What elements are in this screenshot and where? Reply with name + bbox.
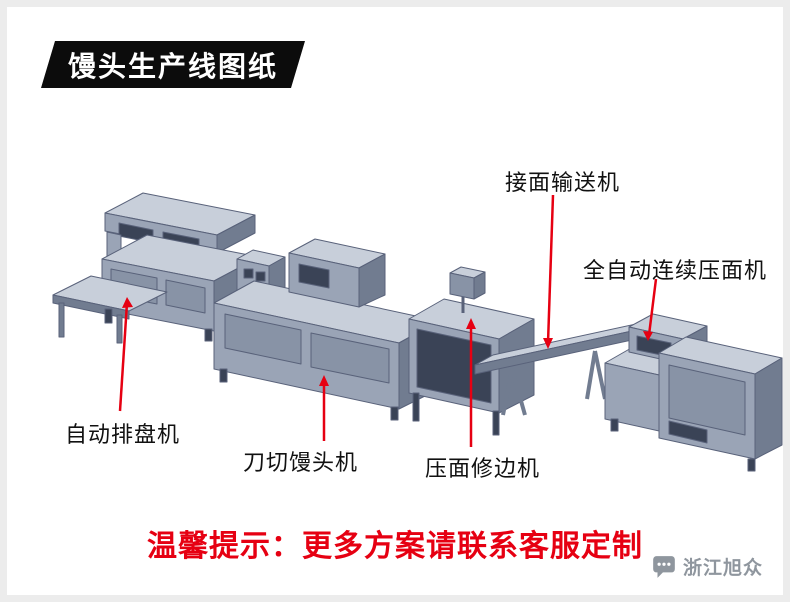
brand-name: 浙江旭众 bbox=[682, 557, 763, 579]
arrowhead bbox=[122, 297, 133, 308]
label-knife-cutter: 刀切馒头机 bbox=[243, 451, 359, 476]
arrowhead bbox=[466, 318, 476, 329]
machine-dough-conveyor bbox=[474, 318, 660, 416]
label-dough-conveyor: 接面输送机 bbox=[505, 171, 621, 196]
machine-auto-press bbox=[604, 313, 783, 472]
arrowhead bbox=[543, 338, 553, 349]
page-title: 馒头生产线图纸 bbox=[67, 49, 278, 83]
label-tray-arranger: 自动排盘机 bbox=[65, 423, 181, 448]
leader-dough-conveyor bbox=[546, 194, 555, 344]
leader-auto-press bbox=[647, 278, 658, 336]
leader-tray-arranger bbox=[118, 302, 129, 412]
annotation-lines bbox=[118, 194, 658, 447]
machine-edge-trimmer bbox=[408, 266, 535, 436]
title-badge: 馒头生产线图纸 bbox=[41, 41, 305, 88]
label-edge-trimmer: 压面修边机 bbox=[425, 457, 541, 482]
brand-logo-icon bbox=[653, 555, 675, 578]
arrowhead bbox=[643, 331, 653, 341]
footer-tip: 温馨提示：更多方案请联系客服定制 bbox=[147, 529, 643, 564]
production-line-illustration bbox=[52, 192, 783, 472]
arrowhead bbox=[319, 375, 329, 386]
label-auto-press: 全自动连续压面机 bbox=[583, 259, 768, 284]
brand-watermark: 浙江旭众 bbox=[651, 553, 763, 580]
